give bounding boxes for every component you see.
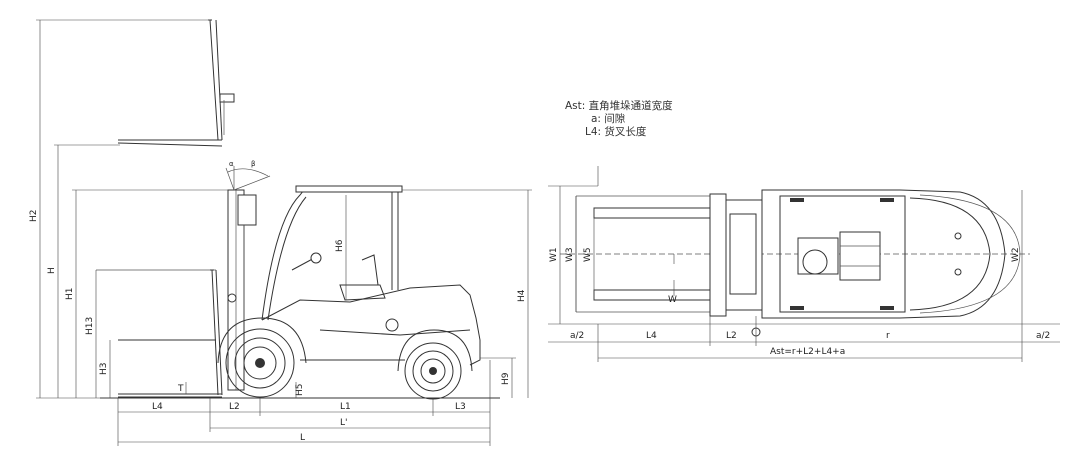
top-view: W1 W3 W5 W W2 a/2 L4 L2 r a/2 Ast=r+L2+L…: [548, 166, 1060, 362]
label-H: H: [47, 267, 57, 274]
top-dimensions: [548, 166, 1060, 362]
label-H5: H5: [295, 384, 305, 397]
label-L4: L4: [152, 402, 163, 412]
mast: [227, 189, 257, 391]
legend-a: a: 间隙: [591, 113, 626, 125]
label-a-left: a/2: [570, 331, 584, 341]
label-W: W: [668, 295, 677, 305]
legend: Ast: 直角堆垛通道宽度 a: 间隙 L4: 货叉长度: [565, 100, 673, 139]
label-L: L: [300, 433, 305, 443]
label-H3: H3: [99, 363, 109, 376]
raised-fork: [117, 19, 235, 147]
top-view-labels: W1 W3 W5 W W2 a/2 L4 L2 r a/2 Ast=r+L2+L…: [549, 247, 1050, 357]
label-T: T: [177, 384, 184, 394]
vertical-dimensions: [36, 19, 532, 399]
rear-wheel: [397, 329, 473, 400]
top-forks: [560, 195, 1030, 313]
label-Ast: Ast=r+L2+L4+a: [770, 347, 845, 357]
horizontal-dimensions: [117, 360, 491, 446]
label-L4-top: L4: [646, 331, 657, 341]
label-H2: H2: [29, 210, 39, 223]
label-beta: β: [251, 160, 255, 168]
label-H9: H9: [501, 372, 511, 385]
label-W5: W5: [583, 247, 593, 262]
side-view-labels: H2 H H1 H13 H3 T H5 H6 H4 H9 α β L4 L2 L…: [29, 160, 527, 443]
label-L3: L3: [455, 402, 466, 412]
label-W2: W2: [1011, 247, 1021, 262]
label-L2: L2: [229, 402, 240, 412]
front-wheel: [217, 317, 307, 398]
label-r: r: [886, 331, 890, 341]
load-box: [96, 269, 223, 398]
label-H4: H4: [517, 289, 527, 302]
legend-l4: L4: 货叉长度: [585, 126, 647, 138]
top-body: [761, 189, 1021, 319]
label-H6: H6: [335, 239, 345, 252]
label-W3: W3: [565, 247, 575, 262]
label-L1: L1: [340, 402, 351, 412]
label-H13: H13: [85, 317, 95, 335]
label-H1: H1: [65, 288, 75, 301]
legend-ast: Ast: 直角堆垛通道宽度: [565, 100, 673, 112]
label-a-right: a/2: [1036, 331, 1050, 341]
label-L2-top: L2: [726, 331, 737, 341]
side-view: H2 H H1 H13 H3 T H5 H6 H4 H9 α β L4 L2 L…: [29, 19, 532, 446]
cab: [261, 185, 481, 366]
label-W1: W1: [549, 247, 559, 262]
label-alpha: α: [229, 160, 234, 168]
label-Lprime: L': [340, 418, 348, 428]
tilt-angle: [225, 166, 271, 191]
